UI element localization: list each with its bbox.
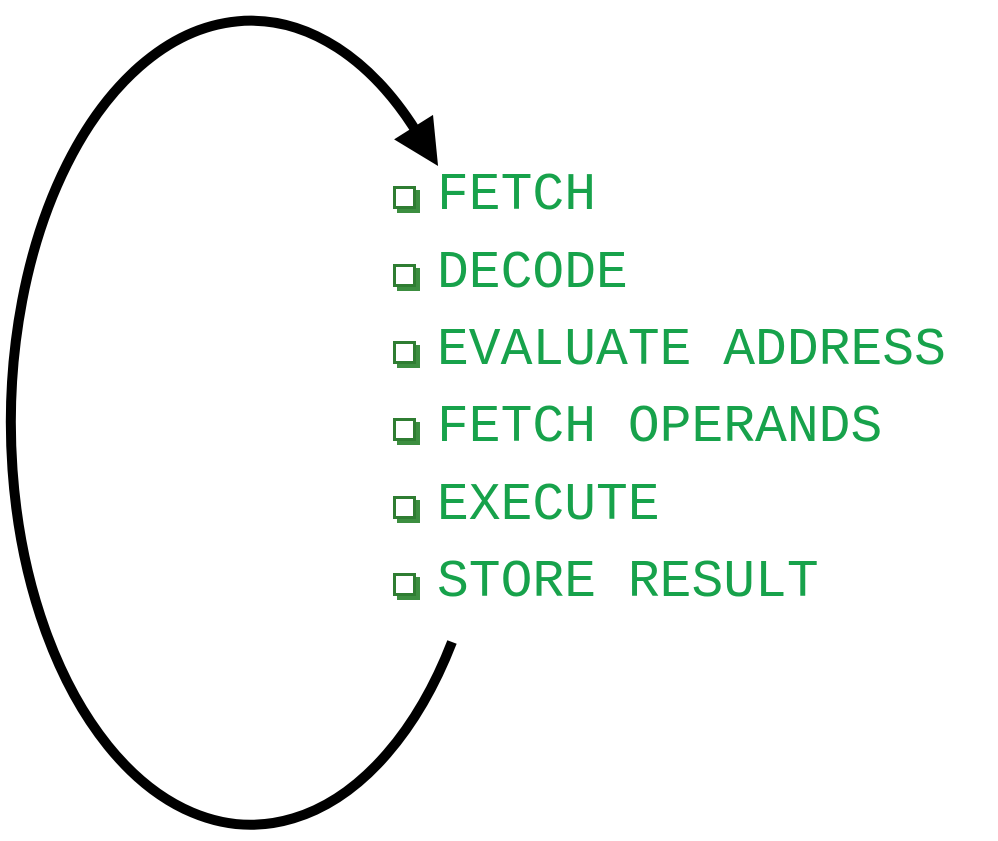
step-label: EVALUATE ADDRESS (437, 319, 946, 380)
list-item: FETCH OPERANDS (393, 391, 946, 468)
checkbox-bullet-icon (393, 418, 416, 442)
step-label: FETCH OPERANDS (437, 397, 883, 458)
list-item: FETCH (393, 159, 946, 236)
step-label: DECODE (437, 242, 628, 303)
step-label: STORE RESULT (437, 552, 819, 613)
checkbox-bullet-icon (393, 186, 416, 210)
list-item: STORE RESULT (393, 546, 946, 623)
list-item: DECODE (393, 236, 946, 313)
checkbox-bullet-icon (393, 263, 416, 287)
loop-arc (5, 15, 457, 830)
checkbox-bullet-icon (393, 573, 416, 597)
instruction-steps-list: FETCH DECODE EVALUATE ADDRESS FETCH OPER… (393, 159, 946, 623)
list-item: EXECUTE (393, 469, 946, 546)
checkbox-bullet-icon (393, 340, 416, 364)
checkbox-bullet-icon (393, 495, 416, 519)
list-item: EVALUATE ADDRESS (393, 314, 946, 391)
step-label: FETCH (437, 165, 597, 226)
step-label: EXECUTE (437, 474, 660, 535)
